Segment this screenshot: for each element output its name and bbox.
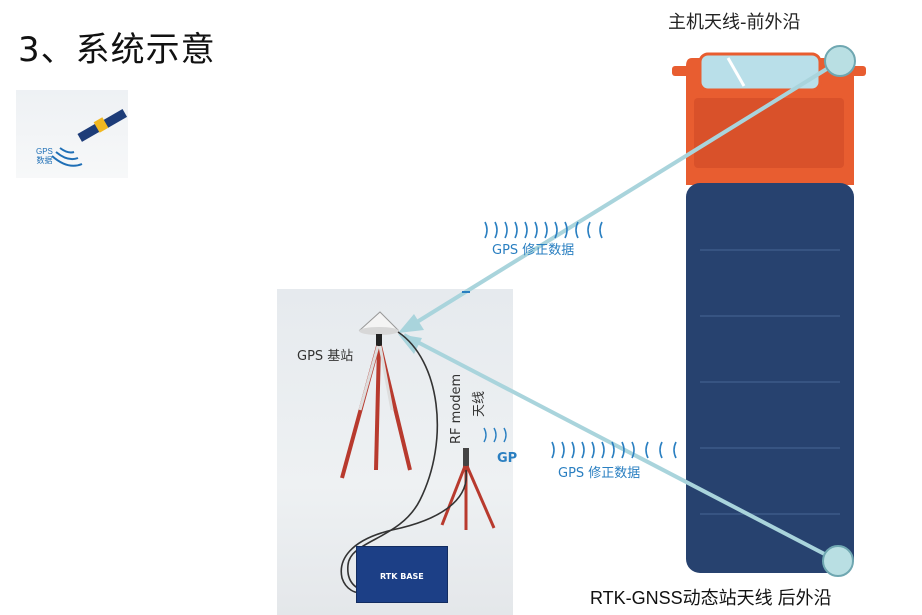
truck-body-ribs [700, 249, 840, 515]
rf-antenna-label: 天线 [472, 390, 487, 417]
signal-waves-top [484, 221, 603, 239]
rtk-base-box [356, 546, 448, 603]
main-antenna-label: 主机天线-前外沿 [668, 12, 801, 33]
rf-modem-label: RF modem [449, 373, 464, 444]
cables [340, 331, 468, 594]
satellite-label: GPS 数据 [36, 147, 53, 165]
truck-left-mirror [672, 66, 690, 76]
truck-body [686, 183, 854, 573]
satellite-panel [16, 90, 128, 178]
satellite-signal-icon [51, 147, 83, 167]
link-rover-arrowhead [398, 334, 422, 354]
link-main-arrowhead [398, 314, 424, 333]
rf-modem-tripod [440, 448, 496, 530]
rtk-base-label: RTK BASE [380, 572, 424, 581]
gp-partial-label: GP [497, 451, 518, 466]
main-antenna-icon [824, 45, 856, 77]
rover-antenna-icon [822, 545, 854, 577]
wave-label-bottom: GPS 修正数据 [558, 466, 641, 481]
link-lines [398, 60, 840, 562]
link-rover-to-base [403, 333, 837, 562]
signal-waves-bottom [551, 441, 677, 459]
windshield-glare [726, 57, 746, 87]
truck-cab-panel [694, 98, 844, 168]
gps-base-tripod [340, 311, 412, 479]
page-title: 3、系统示意 [18, 30, 216, 70]
wave-label-top: GPS 修正数据 [492, 243, 575, 258]
rover-antenna-label: RTK-GNSS动态站天线 后外沿 [590, 588, 832, 608]
gps-base-label: GPS 基站 [297, 349, 354, 364]
satellite-icon [77, 109, 128, 142]
signal-waves-small [483, 427, 507, 443]
link-main-to-base [402, 60, 840, 332]
